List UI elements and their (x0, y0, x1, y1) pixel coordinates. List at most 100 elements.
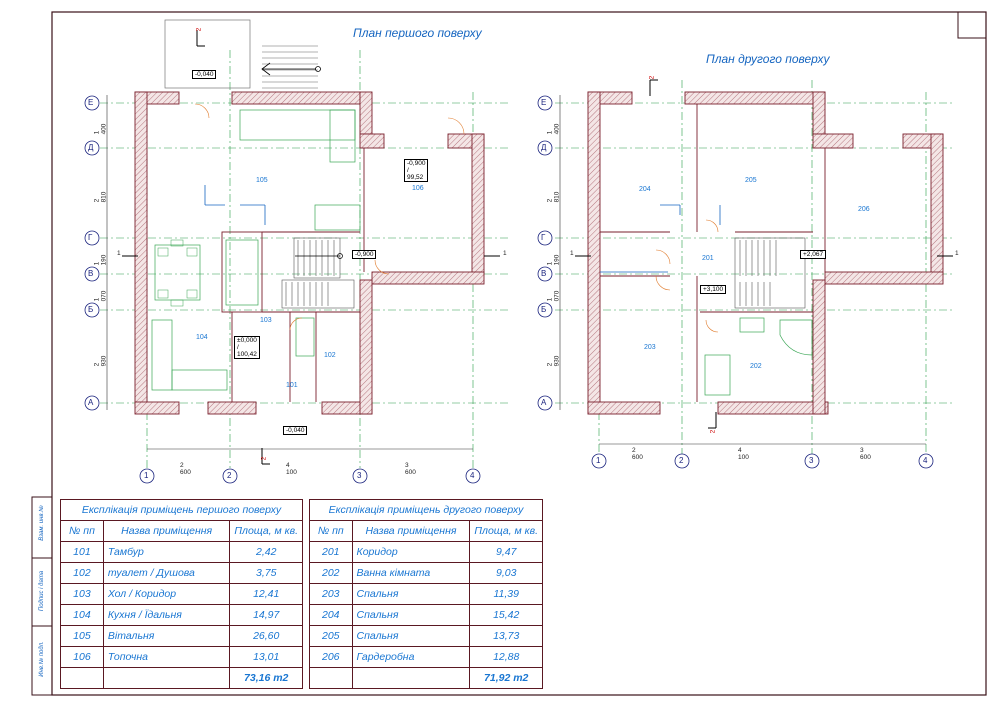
cell-name: Спальня (351, 625, 471, 647)
axis2-2: 2 (679, 456, 684, 465)
level2-floor: +3,100 (700, 285, 727, 294)
axis-D: Д (88, 143, 94, 152)
cell-num: 102 (60, 562, 104, 584)
section-bottom-2: 2 (260, 456, 268, 461)
table2-header-num: № пп (309, 520, 353, 542)
dim-h2: 4 100 (286, 462, 297, 476)
axis2-V: В (541, 269, 547, 278)
dim2-v3: 1 190 (546, 254, 561, 266)
sheet-frame (51, 11, 987, 696)
cell-name: Гардеробна (351, 646, 471, 668)
axis-2: 2 (227, 471, 232, 480)
table-floor2: Експлікація приміщень другого поверху № … (309, 499, 543, 689)
level-porch-top: -0,040 (192, 70, 217, 79)
stamp-field-1: Взам. инв.№ (39, 505, 45, 541)
room-206: 206 (858, 206, 870, 213)
room-204: 204 (639, 186, 651, 193)
dim2-h1: 2 600 (632, 447, 643, 461)
table-floor1: Експлікація приміщень першого поверху № … (60, 499, 303, 689)
cell-area: 12,41 (229, 583, 303, 605)
dim-v1: 1 400 (93, 123, 108, 135)
cell-name: Хол / Коридор (102, 583, 231, 605)
section-top-2: 2 (195, 27, 203, 32)
table2-total: 71,92 m2 (469, 667, 543, 689)
level2-stair: +2,067 (800, 250, 827, 259)
dim-v4: 1 070 (93, 290, 108, 302)
cell-num: 103 (60, 583, 104, 605)
cell-name: Спальня (351, 604, 471, 626)
side-stamp (31, 496, 53, 696)
axis-G: Г (88, 233, 93, 242)
section-right-1: 1 (503, 250, 507, 257)
section2-left-1: 1 (570, 250, 574, 257)
cell-num: 203 (309, 583, 353, 605)
dim2-v5: 2 930 (546, 355, 561, 367)
room-106: 106 (412, 185, 424, 192)
section2-top-2: 2 (648, 75, 656, 80)
dim-h1: 2 600 (180, 462, 191, 476)
axis2-B: Б (541, 305, 547, 314)
level-room106: -0,900 / 99,52 (404, 159, 429, 182)
axis-B: Б (88, 305, 94, 314)
table2-header-area: Площа, м кв. (469, 520, 543, 542)
first-floor-plan (84, 19, 510, 484)
dim2-h3: 3 600 (860, 447, 871, 461)
axis-V: В (88, 269, 94, 278)
cell-name: Коридор (351, 541, 471, 563)
table1-header-name: Назва приміщення (102, 520, 231, 542)
cell-name: Спальня (351, 583, 471, 605)
axis2-D: Д (541, 143, 547, 152)
room-205: 205 (745, 177, 757, 184)
cell-area: 14,97 (229, 604, 303, 626)
second-floor-plan (537, 79, 955, 469)
dim-v2: 2 810 (93, 191, 108, 203)
cell-area: 13,01 (229, 646, 303, 668)
table1-total: 73,16 m2 (229, 667, 303, 689)
table-total-row: 71,92 m2 (309, 667, 543, 689)
dim2-v1: 1 400 (546, 123, 561, 135)
plan1-title: План першого поверху (353, 26, 482, 40)
axis2-3: 3 (809, 456, 814, 465)
cell-area: 11,39 (469, 583, 543, 605)
cell-area: 9,03 (469, 562, 543, 584)
stamp-field-2: Подпис і дата (39, 570, 45, 612)
room-105: 105 (256, 177, 268, 184)
cell-num: 204 (309, 604, 353, 626)
cell-name: Вітальня (102, 625, 231, 647)
axis2-G: Г (541, 233, 546, 242)
axis2-4: 4 (923, 456, 928, 465)
cell-area: 3,75 (229, 562, 303, 584)
cell-num: 201 (309, 541, 353, 563)
room-101: 101 (286, 382, 298, 389)
axis-1: 1 (144, 471, 149, 480)
cell-area: 12,88 (469, 646, 543, 668)
cell-area: 15,42 (469, 604, 543, 626)
table1-header-num: № пп (60, 520, 104, 542)
cell-name: туалет / Душова (102, 562, 231, 584)
axis-4: 4 (470, 471, 475, 480)
axis-A: А (88, 398, 94, 407)
dim2-h2: 4 100 (738, 447, 749, 461)
room-201: 201 (702, 255, 714, 262)
dim-v5: 2 930 (93, 355, 108, 367)
table2-header-name: Назва приміщення (351, 520, 471, 542)
table2-caption: Експлікація приміщень другого поверху (309, 499, 543, 521)
dim-h3: 3 600 (405, 462, 416, 476)
room-104: 104 (196, 334, 208, 341)
section2-right-1: 1 (955, 250, 959, 257)
cell-area: 9,47 (469, 541, 543, 563)
table1-caption: Експлікація приміщень першого поверху (60, 499, 303, 521)
cell-name: Топочна (102, 646, 231, 668)
axis-E: Е (88, 98, 94, 107)
plan2-title: План другого поверху (706, 52, 830, 66)
